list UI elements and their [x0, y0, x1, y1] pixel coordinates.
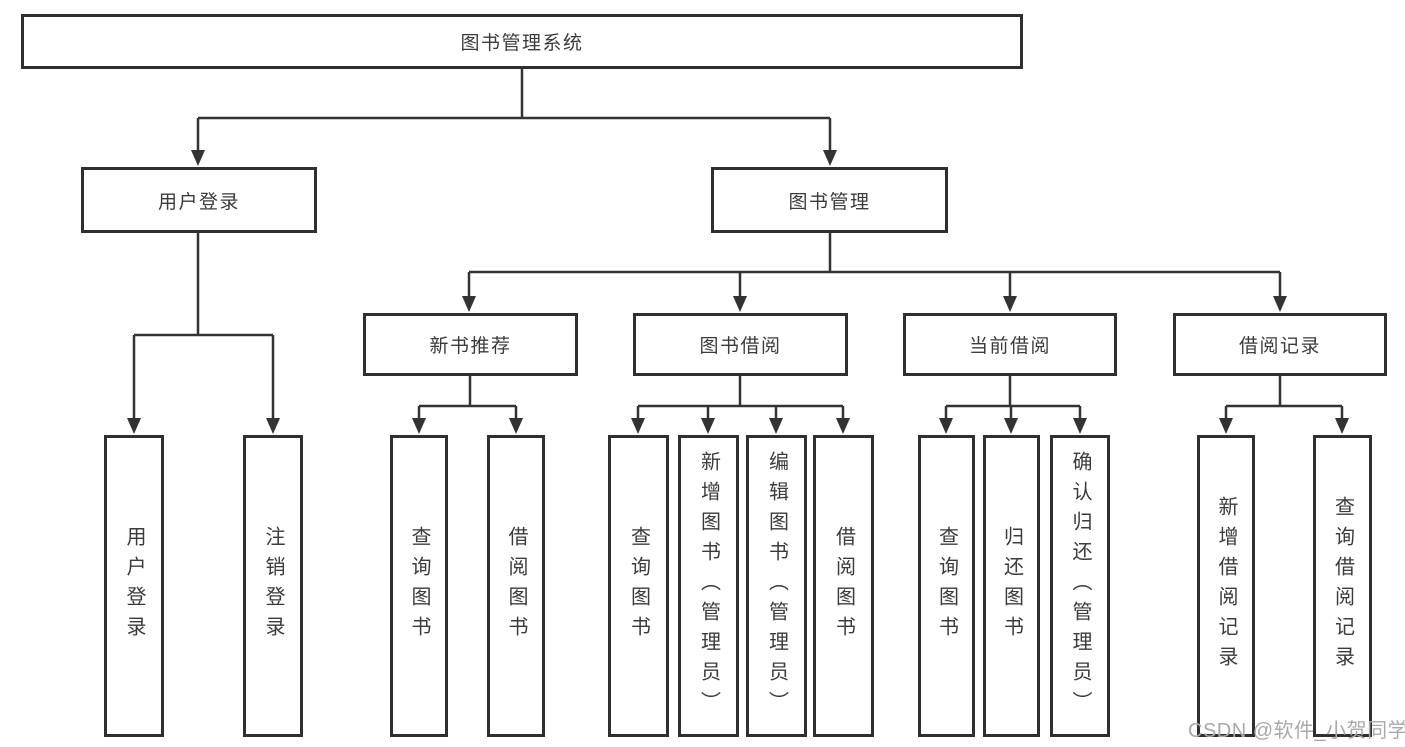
- leaf-confirm-return-admin: 确认归还（管理员）: [1050, 435, 1110, 737]
- node-label: 查询图书: [935, 526, 958, 646]
- csdn-watermark: CSDN @软件_小贺同学: [1188, 720, 1405, 742]
- arrowhead: [823, 150, 837, 166]
- node-label: 新增图书（管理员）: [697, 451, 720, 721]
- node-label: 用户登录: [157, 191, 240, 213]
- leaf-query-book-current: 查询图书: [918, 435, 975, 737]
- arrowhead: [1004, 418, 1018, 434]
- node-label: 图书管理: [788, 191, 871, 213]
- node-label: 借阅图书: [505, 526, 527, 646]
- arrowhead: [266, 418, 280, 434]
- arrowhead: [769, 418, 783, 434]
- arrowhead: [733, 296, 747, 312]
- node-label: 注销登录: [262, 526, 284, 646]
- arrowhead: [462, 296, 476, 312]
- node-label: 新书推荐: [429, 336, 512, 357]
- leaf-query-book-borrow: 查询图书: [608, 435, 669, 737]
- leaf-borrow-book-recommend: 借阅图书: [487, 435, 545, 737]
- leaf-add-borrow-record: 新增借阅记录: [1197, 435, 1255, 737]
- leaf-edit-book-admin: 编辑图书（管理员）: [746, 435, 807, 737]
- node-label: 图书借阅: [699, 336, 782, 357]
- leaf-user-login: 用户登录: [104, 435, 164, 737]
- node-user-login: 用户登录: [81, 167, 317, 233]
- node-label: 查询借阅记录: [1331, 496, 1354, 676]
- node-label: 新增借阅记录: [1215, 496, 1237, 676]
- arrowhead: [1273, 296, 1287, 312]
- leaf-borrow-book: 借阅图书: [813, 435, 874, 737]
- node-label: 归还图书: [1000, 526, 1023, 646]
- node-label: 查询图书: [408, 526, 430, 646]
- node-label: 借阅图书: [832, 526, 855, 646]
- arrowhead: [1335, 418, 1349, 434]
- arrowhead: [1003, 296, 1017, 312]
- node-label: 图书管理系统: [460, 33, 584, 54]
- leaf-query-borrow-record: 查询借阅记录: [1313, 435, 1372, 737]
- arrowhead: [412, 418, 426, 434]
- node-label: 借阅记录: [1238, 336, 1321, 357]
- node-label: 当前借阅: [968, 336, 1051, 357]
- node-current-borrowing: 当前借阅: [903, 313, 1117, 376]
- arrowhead: [127, 418, 141, 434]
- node-book-management: 图书管理: [711, 167, 948, 233]
- node-new-book-recommendation: 新书推荐: [363, 313, 578, 376]
- arrowhead: [836, 418, 850, 434]
- node-book-borrowing: 图书借阅: [633, 313, 848, 376]
- leaf-add-book-admin: 新增图书（管理员）: [678, 435, 739, 737]
- arrowhead: [1073, 418, 1087, 434]
- node-library-management-system: 图书管理系统: [21, 14, 1023, 69]
- node-borrowing-records: 借阅记录: [1173, 313, 1387, 376]
- leaf-logout: 注销登录: [243, 435, 303, 737]
- node-label: 确认归还（管理员）: [1069, 451, 1091, 721]
- arrowhead: [939, 418, 953, 434]
- node-label: 用户登录: [123, 526, 145, 646]
- node-label: 编辑图书（管理员）: [765, 451, 788, 721]
- arrowhead: [509, 418, 523, 434]
- node-label: 查询图书: [627, 526, 650, 646]
- leaf-query-book-recommend: 查询图书: [390, 435, 448, 737]
- arrowhead: [191, 150, 205, 166]
- arrowhead: [631, 418, 645, 434]
- leaf-return-book: 归还图书: [983, 435, 1040, 737]
- arrowhead: [701, 418, 715, 434]
- arrowhead: [1219, 418, 1233, 434]
